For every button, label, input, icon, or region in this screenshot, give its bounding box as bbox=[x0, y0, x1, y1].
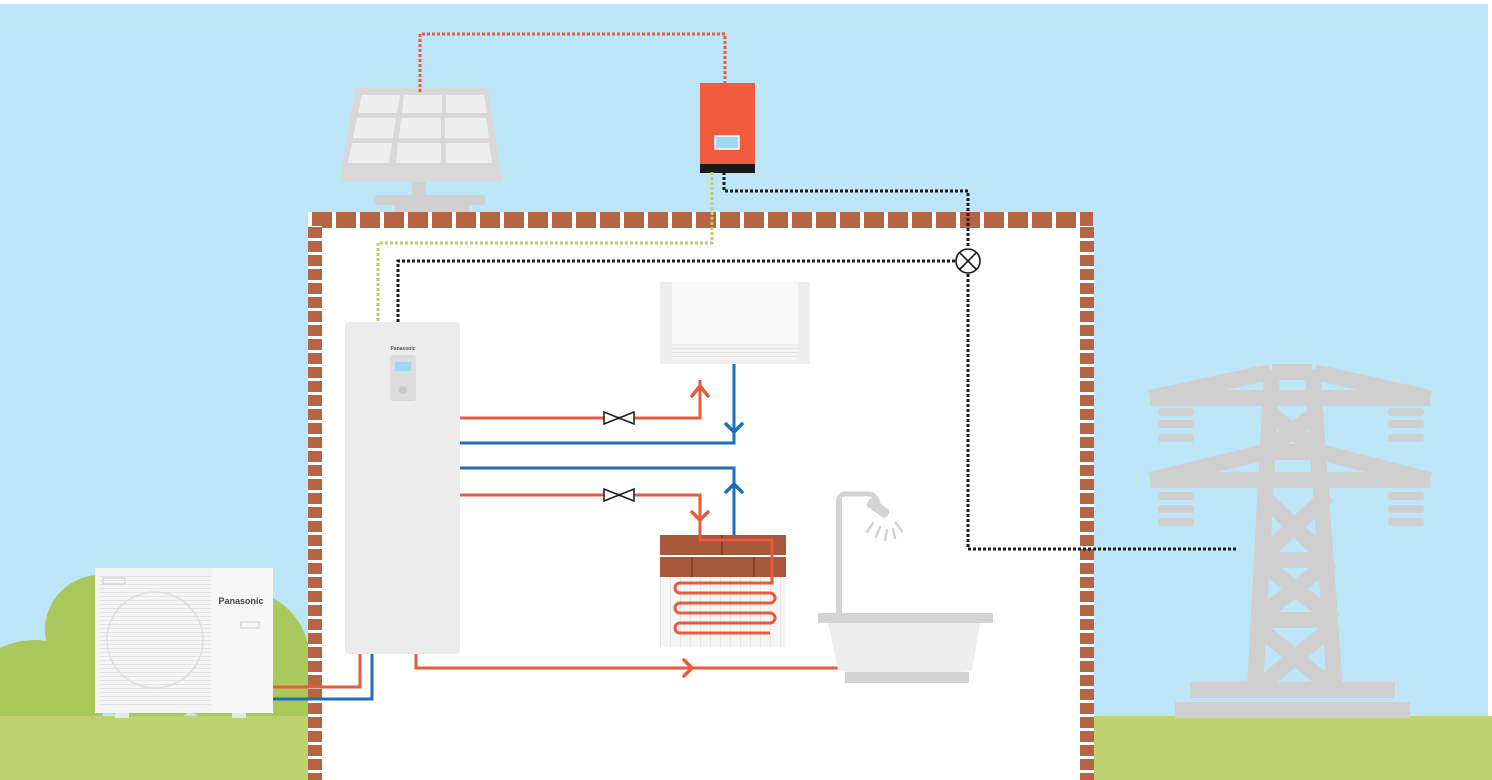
solar-panel-icon bbox=[340, 88, 502, 213]
valve-icon bbox=[603, 487, 635, 503]
shower-icon bbox=[836, 491, 904, 618]
indoor-unit-brand: Panasonic bbox=[390, 346, 415, 352]
bathtub-icon bbox=[818, 613, 993, 683]
underfloor-heating-icon bbox=[660, 530, 786, 647]
inverter-icon bbox=[700, 83, 755, 173]
pipes-cold bbox=[272, 364, 736, 701]
outdoor-unit-brand: Panasonic bbox=[218, 596, 263, 606]
right-brick-wall bbox=[1080, 226, 1094, 780]
flow-arrow-icon bbox=[682, 384, 744, 678]
control-panel-icon bbox=[390, 355, 416, 401]
grid-cable bbox=[396, 172, 1238, 551]
roof-brick-band bbox=[308, 212, 1093, 228]
valve-icon bbox=[603, 410, 635, 426]
heat-pump-outdoor-unit-icon: Panasonic bbox=[95, 568, 273, 718]
image-border-right bbox=[1488, 0, 1492, 780]
indoor-unit-icon: Panasonic bbox=[345, 322, 460, 654]
electricity-pylon-icon bbox=[1148, 364, 1432, 718]
fan-coil-icon bbox=[660, 282, 810, 364]
electric-meter-icon bbox=[955, 248, 981, 274]
solar-dc-cable bbox=[418, 32, 727, 92]
pylon-insulators bbox=[1158, 408, 1424, 526]
left-brick-wall bbox=[308, 226, 322, 780]
solar-ac-cable bbox=[376, 172, 714, 322]
image-border-top bbox=[0, 0, 1492, 4]
